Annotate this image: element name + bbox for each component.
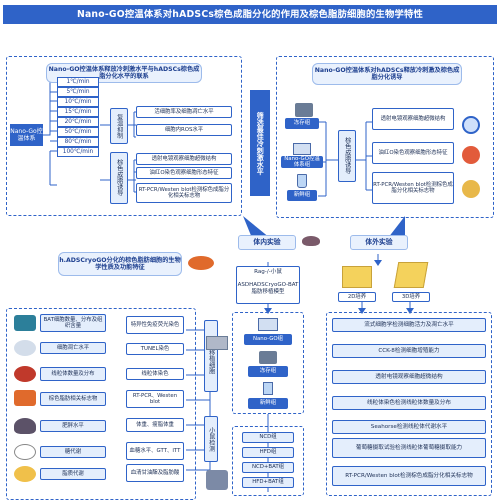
mouse-icon — [302, 236, 320, 246]
lipid-droplet-icon — [462, 146, 480, 164]
left-result-item: RT-PCR/Westen blot检测棕色成脂分化相关标志物 — [136, 183, 232, 203]
vitro-result-item: 葡萄糖摄取试验检测线粒体葡萄糖摄取能力 — [332, 438, 486, 458]
freezer-icon — [259, 351, 277, 364]
diet-group-ncd: NCD组 — [242, 432, 294, 443]
diet-group-ncd-bat: NCD+BAT组 — [242, 462, 294, 473]
stage-rewarming: 复温抑制 — [110, 108, 128, 144]
diet-group-hfd: HFD组 — [242, 447, 294, 458]
diet-group-hfd-bat: HFD+BAT组 — [242, 477, 294, 488]
vivo-group-frozen: 冻存组 — [248, 366, 288, 377]
in-vivo-groups-panel — [232, 312, 304, 414]
mitochondria-icon — [14, 366, 36, 382]
western-blot-icon — [14, 390, 36, 406]
vitro-result-item: CCK-8检测细胞增殖能力 — [332, 344, 486, 358]
method-item: 血糖水平、GTT、ITT — [126, 442, 184, 460]
tube-icon — [263, 382, 273, 395]
method-item: 体重、瘦脂体重 — [126, 418, 184, 432]
vitro-result-item: 透射电镜观察细胞超微结构 — [332, 370, 486, 384]
glucose-icon — [14, 444, 36, 460]
vivo-group-fresh: 新鲜组 — [248, 398, 288, 409]
device-icon — [258, 318, 278, 331]
stage-brown-induction: 棕色成脂诱导 — [110, 152, 128, 204]
culture-2d-icon — [342, 266, 372, 288]
right-result-item: RT-PCR/Westen blot检测棕色成脂分化相关标志物 — [372, 172, 454, 204]
left-result-item: 活细胞率及细胞凋亡水平 — [136, 106, 232, 118]
right-panel-heading: Nano-GO控温体系对hADSCs释放冷刺激及棕色成脂分化诱导 — [312, 63, 462, 85]
left-result-item: 细胞内ROS水平 — [136, 124, 232, 136]
right-stage-brown-induction: 棕色成脂诱导 — [338, 130, 356, 182]
marker-icon — [462, 180, 480, 198]
diet-groups-panel — [232, 426, 304, 496]
feature-item: 线粒体数量及分布 — [40, 367, 106, 381]
rag-mouse-label: Rag-/-小鼠 — [254, 269, 282, 276]
left-result-item: 透射电镜观察细胞超微结构 — [136, 153, 232, 165]
in-vitro-label: 体外实验 — [350, 235, 408, 250]
mouse-icon — [14, 418, 36, 434]
vivo-group-nanogo: Nano-GO组 — [244, 334, 292, 345]
feature-item: 脂质代谢 — [40, 468, 106, 480]
group-frozen: 冻存组 — [285, 118, 319, 129]
filter-best-cold-level: 筛选最佳冷刺激水平 — [250, 90, 270, 196]
brown-fat-icon — [188, 256, 214, 270]
tissue-icon — [14, 315, 36, 331]
cell-icon — [14, 340, 36, 356]
bottom-left-heading: h.ADSCryoGO分化的棕色脂肪细胞的生物学性质及功能特征 — [58, 252, 182, 276]
temp-item: 10℃/min — [57, 97, 99, 107]
device-icon — [293, 143, 311, 155]
vitro-result-item: 线粒体染色检测线粒体数量及分布 — [332, 396, 486, 410]
feature-item: 棕色脂肪相关标志物 — [40, 392, 106, 406]
left-panel — [6, 56, 242, 216]
group-nanogo: Nano-GO控温体系组 — [281, 156, 323, 168]
culture-2d-label: 2D培养 — [338, 292, 376, 302]
freezer-icon — [295, 103, 313, 117]
feature-item: 肥胖水平 — [40, 420, 106, 432]
extract-cells-label: 提取移植细胞 — [204, 320, 218, 392]
method-item: TUNEL染色 — [126, 343, 184, 355]
mouse-cage-icon — [206, 470, 228, 490]
right-result-item: 油红O染色观察细胞形态特征 — [372, 142, 454, 164]
group-fresh: 新鲜组 — [287, 190, 317, 201]
method-item: 特异性免疫荧光染色 — [126, 316, 184, 334]
temp-item: 50℃/min — [57, 127, 99, 137]
right-panel — [276, 56, 494, 218]
tube-icon — [297, 174, 307, 188]
nano-go-system-box: Nano-Go控温体系 — [10, 124, 43, 146]
model-box — [236, 266, 300, 304]
cell-icon — [462, 116, 480, 134]
mouse-testing-label: 小鼠检测 — [204, 416, 218, 462]
temp-item: 100℃/min — [57, 147, 99, 157]
temp-item: 80℃/min — [57, 137, 99, 147]
method-item: RT-PCR、Westen blot — [126, 390, 184, 408]
in-vivo-label: 体内实验 — [238, 235, 296, 250]
bottom-left-panel — [6, 308, 196, 500]
feature-item: 糖代谢 — [40, 446, 106, 458]
vitro-result-item: RT-PCR/Westen blot检测棕色成脂分化相关标志物 — [332, 466, 486, 486]
feature-item: BAT细胞数量、分布及组织含量 — [40, 314, 106, 332]
extraction-image — [206, 336, 228, 350]
culture-3d-icon — [393, 262, 429, 288]
page-title: Nano-GO控温体系对hADSCs棕色成脂分化的作用及棕色脂肪细胞的生物学特性 — [3, 5, 497, 24]
vitro-result-item: Seahorse检测线粒体代谢水平 — [332, 420, 486, 434]
temp-item: 1℃/min — [57, 77, 99, 87]
feature-item: 细胞凋亡水平 — [40, 342, 106, 354]
temp-item: 15℃/min — [57, 107, 99, 117]
method-item: 血清甘油酯及脂肪酸 — [126, 464, 184, 482]
temp-item: 5℃/min — [57, 87, 99, 97]
temp-item: 20℃/min — [57, 117, 99, 127]
lipid-icon — [14, 466, 36, 482]
transplant-model-label: ASDHADSCryoGO-BAT脂肪移植模型 — [237, 282, 299, 295]
vitro-result-item: 流式细胞学检测细胞活力及凋亡水平 — [332, 318, 486, 332]
method-item: 线粒体染色 — [126, 368, 184, 380]
left-result-item: 油红O染色观察细胞形态特征 — [136, 167, 232, 179]
in-vitro-results-panel — [326, 312, 492, 496]
culture-3d-label: 3D培养 — [392, 292, 430, 302]
right-result-item: 透射电镜观察细胞超微结构 — [372, 108, 454, 130]
